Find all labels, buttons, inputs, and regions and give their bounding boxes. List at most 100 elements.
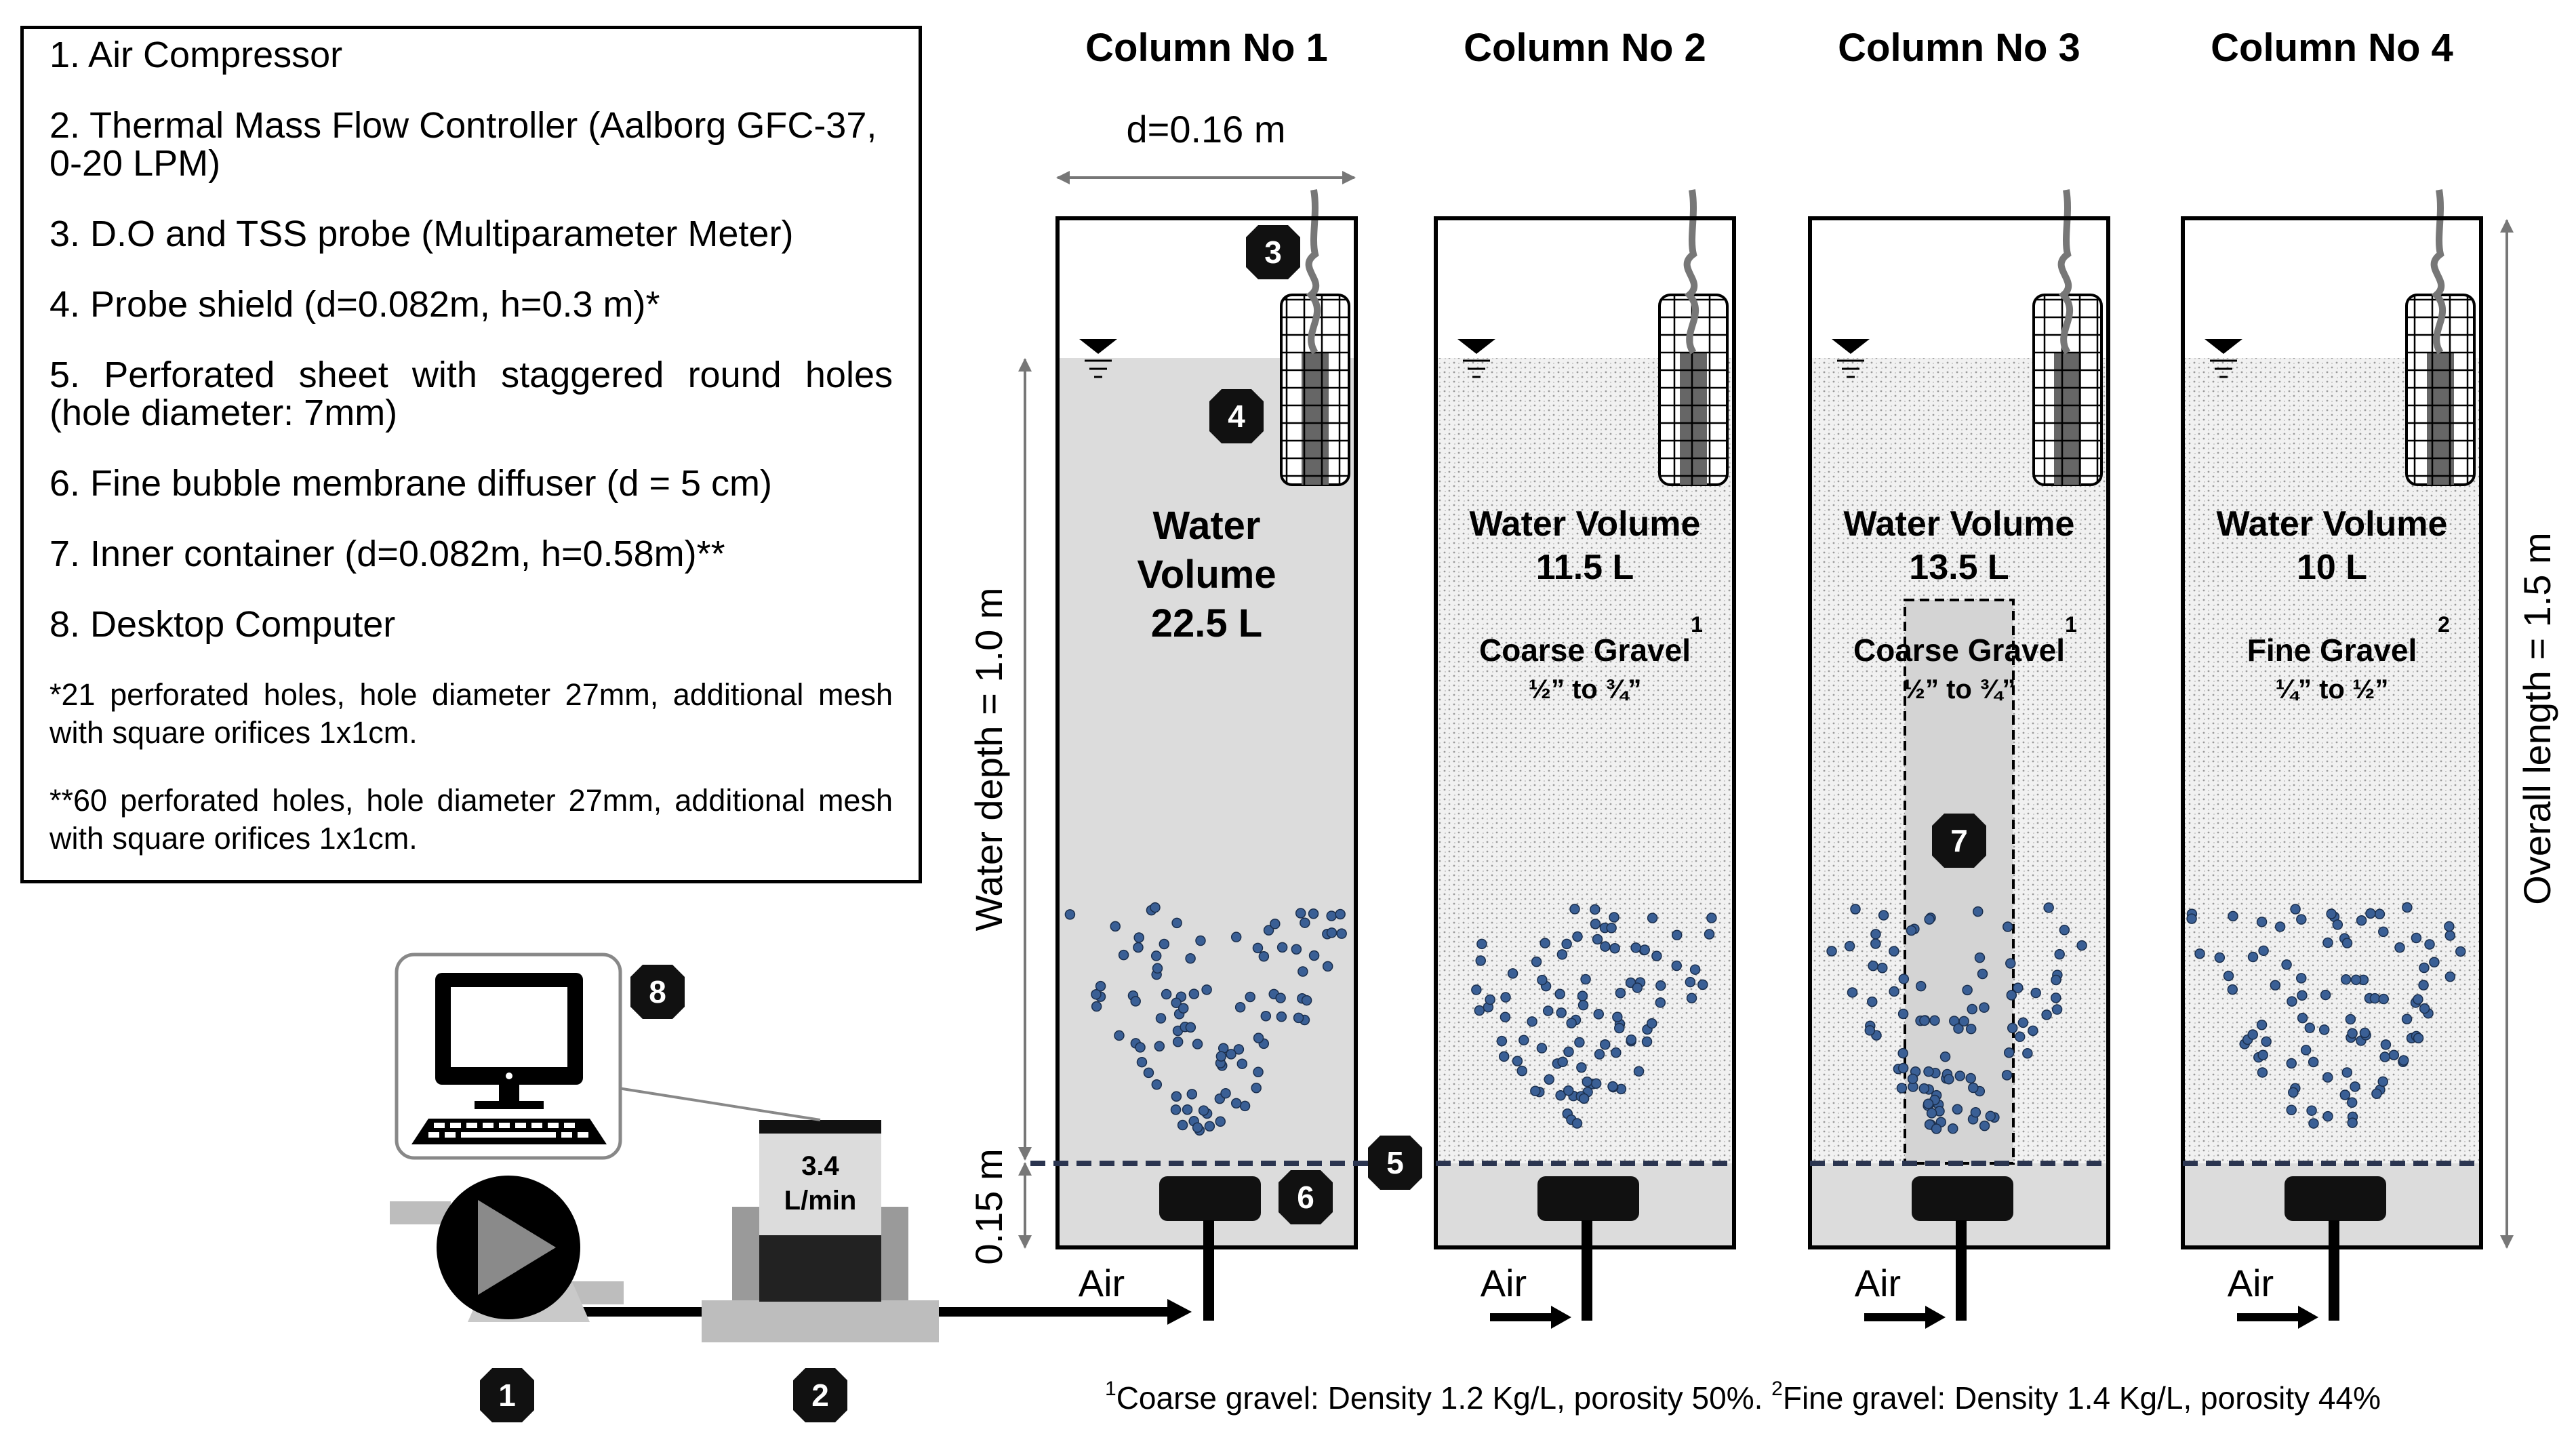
air-label: Air xyxy=(1481,1262,1527,1304)
air-bubble xyxy=(2296,914,2307,925)
water-volume-label: Water Volume xyxy=(1844,504,2075,544)
air-bubble xyxy=(1151,1079,1163,1090)
air-bubble xyxy=(1580,974,1591,985)
air-bubble xyxy=(2286,1104,2297,1116)
diameter-dimension: d=0.16 m xyxy=(1056,108,1356,184)
water-volume-label: Water Volume xyxy=(2217,504,2448,544)
air-bubble xyxy=(1639,944,1650,955)
bubble-cloud xyxy=(2186,902,2466,1129)
air-bubble xyxy=(2380,1039,2392,1050)
air-bubble xyxy=(1171,917,1182,929)
water-level-icon xyxy=(1832,339,1870,354)
air-bubble xyxy=(1308,908,1319,919)
air-bubble xyxy=(1907,1073,1918,1085)
air-bubble xyxy=(2194,948,2205,959)
air-bubble xyxy=(1870,929,1881,940)
air-bubble xyxy=(2227,984,2238,995)
air-bubble xyxy=(1697,979,1708,990)
air-bubble xyxy=(1295,908,1306,919)
inner-container xyxy=(1904,599,2015,1165)
air-bubble xyxy=(1171,1091,1182,1102)
air-bubble xyxy=(1178,1003,1189,1014)
air-bubble xyxy=(1870,938,1881,949)
air-bubble xyxy=(1556,949,1568,960)
air-bubble xyxy=(2006,990,2017,1001)
air-bubble xyxy=(1539,938,1550,948)
air-bubble xyxy=(2286,1058,2297,1069)
air-bubble xyxy=(1607,1081,1618,1092)
air-bubble xyxy=(1253,1066,1264,1078)
air-bubble xyxy=(1844,940,1855,952)
legend-box: 1. Air Compressor 2. Thermal Mass Flow C… xyxy=(20,26,922,883)
air-bubble xyxy=(2051,974,2061,986)
air-bubble xyxy=(1544,1074,1554,1085)
probe-cable xyxy=(2430,189,2447,355)
air-bubble xyxy=(1977,968,1988,980)
air-bubble xyxy=(2270,980,2281,990)
air-bubble xyxy=(2378,926,2389,938)
air-label: Air xyxy=(1079,1262,1125,1304)
air-bubble xyxy=(1671,960,1683,972)
air-bubble xyxy=(1878,910,1889,921)
air-bubble xyxy=(2356,915,2367,926)
air-bubble xyxy=(2257,1067,2268,1078)
air-bubble xyxy=(2005,958,2016,969)
air-bubble xyxy=(1091,989,1102,1000)
air-bubble xyxy=(1655,997,1666,1008)
air-bubble xyxy=(1230,1098,1242,1109)
air-bubble xyxy=(1136,1056,1148,1068)
air-bubble xyxy=(2378,993,2390,1005)
air-bubble xyxy=(1155,1013,1167,1024)
air-bubble xyxy=(1322,961,1333,972)
media-name: Coarse Gravel xyxy=(1853,633,2065,668)
air-bubble xyxy=(1518,1035,1529,1046)
air-bubble xyxy=(2322,937,2333,948)
water-volume-label: 13.5 L xyxy=(1909,548,2009,587)
air-bubble xyxy=(1297,966,1308,977)
air-bubble xyxy=(1979,1002,1990,1013)
air-bubble xyxy=(1188,988,1200,999)
air-bubble xyxy=(1850,904,1861,915)
air-bubble xyxy=(1970,1107,1981,1118)
air-bubble xyxy=(1301,995,1312,1006)
legend-item-probe-shield: 4. Probe shield (d=0.082m, h=0.3 m)* xyxy=(49,284,660,325)
air-bubble xyxy=(1918,1083,1930,1094)
air-bubble xyxy=(1577,999,1589,1011)
air-bubble xyxy=(2281,959,2292,970)
footnote-text-2: Fine gravel: Density 1.4 Kg/L, porosity … xyxy=(1783,1380,2381,1416)
air-bubble xyxy=(1135,1042,1146,1053)
air-bubble xyxy=(2455,946,2466,957)
air-bubble xyxy=(1868,960,1878,972)
air-bubble xyxy=(1130,996,1141,1007)
air-bubble xyxy=(1590,919,1601,929)
air-bubble xyxy=(2341,1067,2353,1078)
air-bubble xyxy=(1215,1116,1226,1127)
air-bubble xyxy=(1590,904,1601,915)
air-bubble xyxy=(1215,1051,1227,1062)
air-bubble xyxy=(1561,938,1572,950)
air-bubble xyxy=(2014,1031,2026,1043)
media-superscript: 1 xyxy=(1691,612,1703,637)
air-bubble xyxy=(1923,1066,1934,1077)
air-bubble xyxy=(1864,1025,1876,1036)
legend-item-desktop-computer: 8. Desktop Computer xyxy=(49,604,396,645)
overall-length-dimension: Overall length = 1.5 m xyxy=(2500,219,2558,1249)
air-bubble xyxy=(1626,1034,1637,1045)
air-bubble xyxy=(1929,1015,1940,1026)
water-level-icon xyxy=(1079,339,1117,354)
air-bubble xyxy=(1953,1023,1964,1034)
flow-controller-cap xyxy=(759,1120,881,1134)
air-bubble xyxy=(1263,925,1274,936)
flow-controller-core xyxy=(759,1234,881,1302)
air-bubble xyxy=(1906,925,1917,936)
air-bubble xyxy=(1563,1085,1574,1096)
air-bubble xyxy=(1474,1005,1485,1016)
air-label: Air xyxy=(2228,1262,2274,1304)
air-bubble xyxy=(1516,1065,1527,1077)
air-bubble xyxy=(2346,1097,2358,1108)
air-pipe xyxy=(549,1307,725,1317)
marker-5-label: 5 xyxy=(1386,1145,1404,1180)
water-volume-label: 11.5 L xyxy=(1536,548,1634,587)
air-bubble xyxy=(2257,1049,2268,1060)
air-bubble xyxy=(1064,909,1076,920)
